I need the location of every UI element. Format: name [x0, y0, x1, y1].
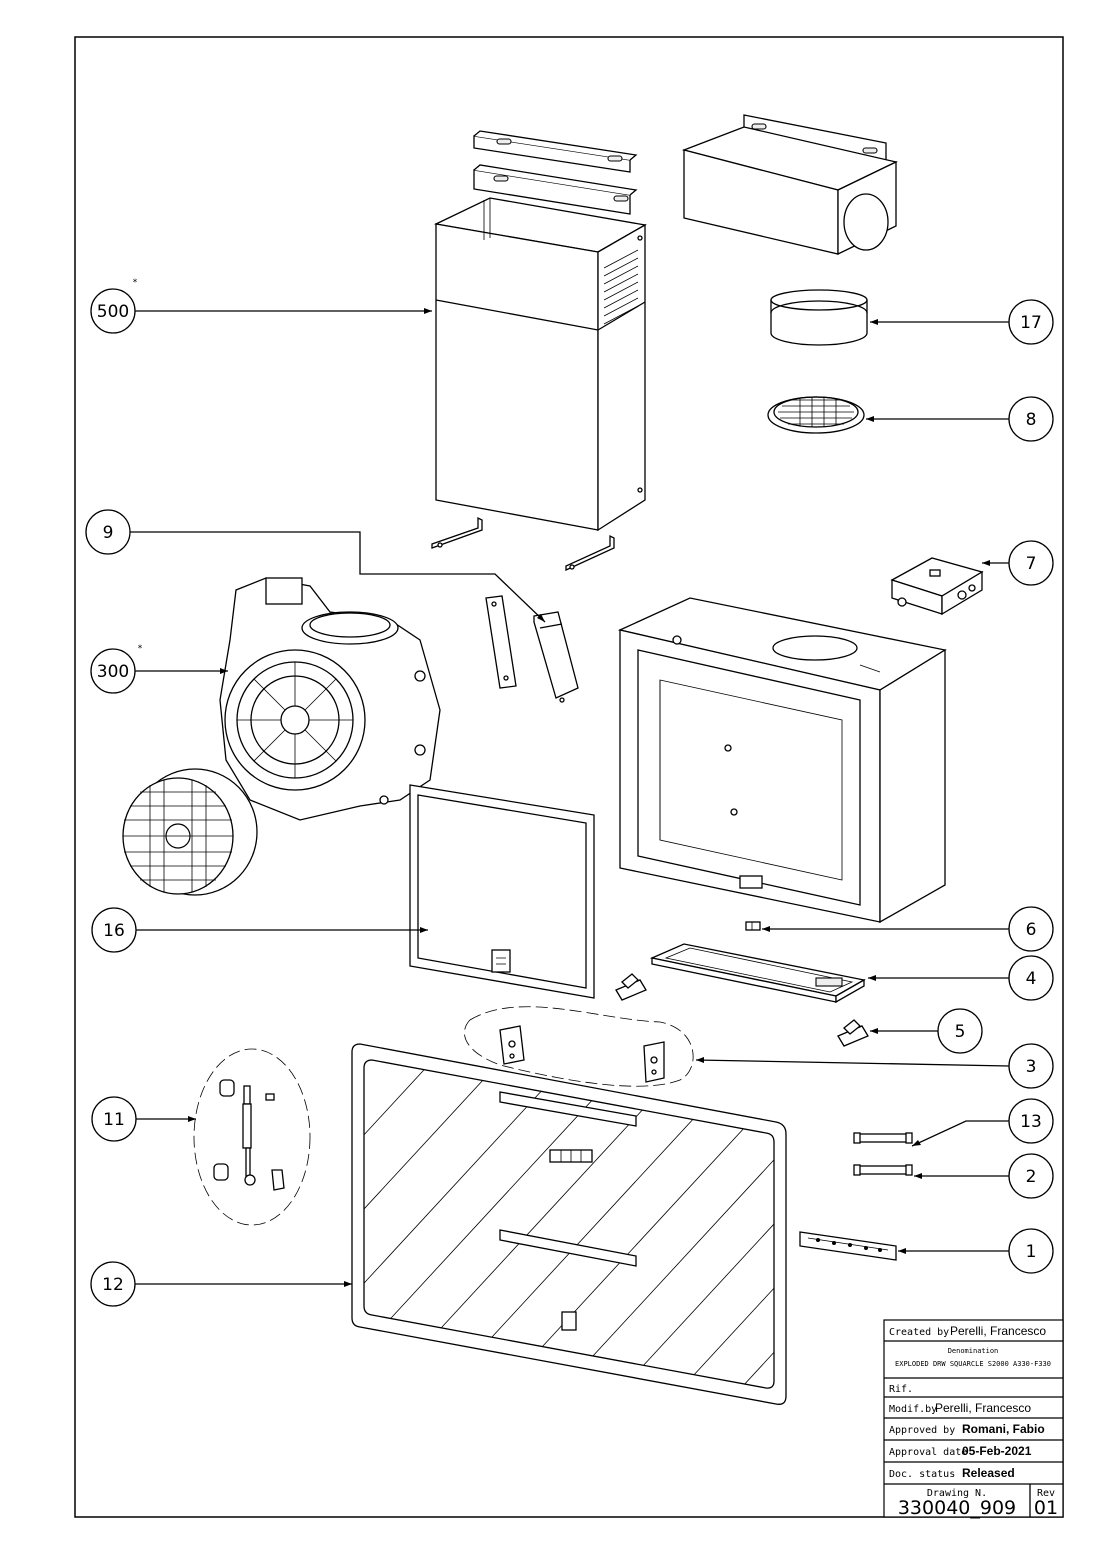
callout-16: 16	[91, 907, 137, 953]
chimney-top-brackets	[473, 130, 638, 215]
rif-label: Rif.	[889, 1384, 913, 1395]
callout-16-label: 16	[103, 921, 125, 941]
callout-3-label: 3	[1026, 1057, 1037, 1077]
drawing-frame	[74, 36, 1064, 1518]
drawing-no-value: 330040_909	[898, 1497, 1016, 1519]
glass-panel	[351, 1043, 787, 1405]
callout-9: 9	[85, 509, 131, 555]
gas-spring-kit	[193, 1048, 311, 1226]
callout-8: 8	[1008, 396, 1054, 442]
callout-300-star: *	[138, 644, 143, 654]
callout-11-label: 11	[103, 1110, 125, 1130]
callout-3: 3	[1008, 1043, 1054, 1089]
modif-by-label: Modif.by	[889, 1404, 937, 1415]
blower-motor	[219, 577, 441, 821]
callout-1: 1	[1008, 1228, 1054, 1274]
callout-500: 500 *	[90, 278, 138, 334]
approved-by-label: Approved by	[889, 1425, 955, 1436]
callout-6: 6	[1008, 906, 1054, 952]
control-panel	[799, 1231, 897, 1261]
callout-11: 11	[91, 1096, 137, 1142]
chimney-bottom-brackets	[431, 516, 615, 572]
modif-by-value: Perelli, Francesco	[935, 1401, 1031, 1415]
hinges	[615, 973, 869, 1047]
callout-7: 7	[1008, 540, 1054, 586]
callout-300-label: 300	[97, 662, 129, 682]
callout-17: 17	[1008, 299, 1054, 345]
denomination-value: EXPLODED DRW SQUARCLE S2000 A330-F330	[895, 1360, 1051, 1368]
chimney-cover	[433, 197, 647, 532]
rev-value: 01	[1034, 1497, 1058, 1519]
callout-13-label: 13	[1020, 1112, 1042, 1132]
callout-9-label: 9	[103, 523, 114, 543]
callout-12-label: 12	[102, 1275, 124, 1295]
callout-300: 300 *	[90, 644, 143, 694]
hinge-rods	[853, 1132, 913, 1176]
rev-label: Rev	[1037, 1488, 1055, 1499]
approval-date-label: Approval date	[889, 1447, 967, 1458]
approval-date-value: 05-Feb-2021	[962, 1444, 1032, 1458]
switch-clip	[745, 921, 761, 931]
round-grille	[767, 396, 865, 434]
callout-5-label: 5	[955, 1022, 966, 1042]
hinge-plates	[464, 1006, 694, 1087]
callout-6-label: 6	[1026, 920, 1037, 940]
callout-500-star: *	[133, 278, 138, 288]
carbon-filter	[122, 768, 258, 896]
control-unit	[890, 557, 984, 616]
callout-1-label: 1	[1026, 1242, 1037, 1262]
side-bracket-and-light-holder	[485, 595, 579, 703]
drawing-no-label: Drawing N.	[927, 1488, 987, 1499]
callout-4-label: 4	[1026, 969, 1037, 989]
bottom-frame	[649, 943, 866, 1004]
denomination-label: Denomination	[948, 1347, 999, 1355]
duct-box	[681, 114, 898, 256]
created-by-value: Perelli, Francesco	[950, 1324, 1046, 1338]
grease-filter	[409, 784, 595, 999]
approved-by-value: Romani, Fabio	[962, 1422, 1045, 1436]
hood-body	[617, 597, 947, 924]
callout-4: 4	[1008, 955, 1054, 1001]
callout-2: 2	[1008, 1153, 1054, 1199]
callout-500-label: 500	[97, 302, 129, 322]
callout-7-label: 7	[1026, 554, 1037, 574]
leader-lines	[130, 308, 1010, 1287]
doc-status-value: Released	[962, 1466, 1015, 1480]
callout-5: 5	[937, 1008, 983, 1054]
title-block: Created by Perelli, Francesco Denominati…	[883, 1319, 1064, 1519]
duct-ring	[770, 289, 868, 346]
created-by-label: Created by	[889, 1327, 949, 1338]
callout-2-label: 2	[1026, 1167, 1037, 1187]
doc-status-label: Doc. status	[889, 1469, 955, 1480]
callout-17-label: 17	[1020, 313, 1042, 333]
callout-13: 13	[1008, 1098, 1054, 1144]
callout-12: 12	[90, 1261, 136, 1307]
callout-8-label: 8	[1026, 410, 1037, 430]
